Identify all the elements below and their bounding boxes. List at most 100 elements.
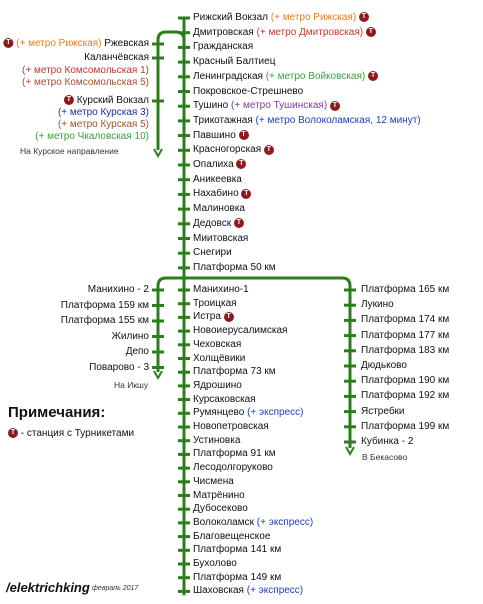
station-name: Дедовск	[193, 217, 232, 229]
metro-transfer: (+ метро Рижская)	[16, 38, 102, 49]
station-name: Платформа 177 км	[361, 329, 450, 341]
station-label: Румянцево (+ экспресс)	[193, 407, 304, 419]
metro-transfer: (+ метро Тушинская)	[231, 100, 328, 112]
station-name: Ленинградская	[193, 70, 263, 82]
metro-transfer: (+ метро Рижская)	[270, 12, 357, 23]
station-name: Лукино	[361, 299, 394, 311]
turnstile-icon: T	[8, 428, 18, 439]
turnstile-icon: T	[241, 188, 252, 199]
turnstile-icon: T	[365, 27, 376, 38]
station-name: Опалиха	[193, 159, 234, 170]
station-label: Красногорская T	[193, 144, 274, 156]
station-name: Жилино	[111, 330, 149, 342]
station-label: Покровское-Стрешнево	[193, 86, 303, 98]
kursk-direction-label: На Курское направление	[20, 146, 119, 156]
turnstile-icon: T	[3, 38, 14, 49]
turnstile-icon: T	[63, 95, 74, 106]
metro-transfer: (+ метро Дмитровская)	[256, 26, 364, 38]
station-name: Платформа 141 км	[193, 544, 282, 556]
station-name: Тушино	[193, 100, 229, 112]
station-name: Троицкая	[193, 297, 237, 309]
metro-transfer: (+ метро Курская 3)	[57, 107, 149, 118]
express-note: (+ экспресс)	[256, 516, 314, 528]
metro-transfer: (+ метро Войковская)	[265, 70, 366, 82]
turnstile-icon: T	[236, 159, 247, 170]
station-name: Дубосеково	[193, 503, 248, 515]
station-name: Платформа 199 км	[361, 420, 450, 432]
station-label: Тушино (+ метро Тушинская) T	[193, 100, 340, 112]
station-name: Миитовская	[193, 232, 249, 244]
station-name: Платформа 159 км	[60, 299, 149, 311]
station-name: Трикотажная	[193, 114, 253, 126]
station-label: Рижский Вокзал (+ метро Рижская) T	[193, 12, 369, 24]
station-name: Холщёвики	[193, 352, 246, 364]
metro-transfer: (+ метро Волоколамская, 12 минут)	[255, 114, 421, 126]
station-name: Манихино - 2	[87, 284, 149, 295]
station-label: Платформа 149 км	[193, 572, 281, 584]
station-name: Платформа 165 км	[361, 284, 450, 295]
station-name: Румянцево	[193, 407, 245, 419]
station-label: Благовещенское	[193, 531, 270, 543]
station-label: Волоколамск (+ экспресс)	[193, 517, 313, 529]
junction-line	[156, 276, 352, 287]
station-name: Лесодолгоруково	[193, 462, 273, 474]
station-name: Новоиерусалимская	[193, 325, 288, 337]
station-label: Платформа 174 км	[361, 314, 449, 326]
station-label: Кубинка - 2	[361, 436, 413, 448]
station-label: Платформа 50 км	[193, 262, 276, 274]
turnstile-icon: T	[368, 71, 379, 82]
station-name: Депо	[125, 346, 149, 357]
station-label: T (+ метро Рижская) Ржевская	[3, 38, 149, 50]
station-label: Платформа 165 км	[361, 284, 449, 296]
station-name: Дмитровская	[193, 26, 254, 38]
station-label: Ядрошино	[193, 380, 242, 392]
station-label: Павшино T	[193, 130, 249, 142]
station-name: Платформа 73 км	[193, 366, 276, 378]
west-direction-arrow	[153, 370, 163, 381]
station-name: Курсаковская	[193, 393, 256, 405]
east-direction-arrow	[345, 446, 355, 457]
station-name: Манихино-1	[193, 284, 249, 295]
notes-item: T - станция с Турникетами	[8, 428, 134, 439]
station-name: Платформа 50 км	[193, 261, 276, 273]
metro-transfer: (+ метро Курская 5)	[57, 119, 149, 130]
station-label: Лукино	[361, 299, 394, 311]
station-label: Манихино-1	[193, 284, 249, 296]
turnstile-icon: T	[263, 144, 274, 155]
station-name: Ржевская	[104, 38, 149, 49]
turnstile-icon: T	[358, 12, 369, 23]
station-label: Ястребки	[361, 406, 405, 418]
station-name: Красногорская	[193, 144, 262, 156]
station-label: Платформа 199 км	[361, 421, 449, 433]
station-label: Платформа 91 км	[193, 448, 276, 460]
station-label: Платформа 155 км	[61, 315, 149, 327]
station-label: Красный Балтиец	[193, 56, 275, 68]
station-name: Рижский Вокзал	[193, 12, 268, 23]
station-label: Новопетровская	[193, 421, 269, 433]
station-name: Чеховская	[193, 338, 242, 350]
station-label: Матрёнино	[193, 490, 245, 502]
station-name: Истра	[193, 311, 221, 323]
station-label: Троицкая	[193, 298, 237, 310]
station-name: Снегири	[193, 247, 232, 259]
metro-transfer: (+ метро Комсомольская 5)	[22, 77, 149, 88]
station-name: Ядрошино	[193, 379, 242, 391]
notes-item-text: - станция с Турникетами	[20, 428, 135, 439]
turnstile-icon: T	[329, 100, 340, 111]
metro-transfer: (+ метро Чкаловская 10)	[35, 131, 149, 142]
station-label: Поварово - 3	[89, 362, 149, 374]
station-name: Малиновка	[193, 203, 245, 215]
turnstile-icon: T	[238, 129, 249, 140]
station-label: (+ метро Комсомольская 5)	[22, 77, 149, 89]
express-note: (+ экспресс)	[246, 585, 304, 597]
station-name: Поварово - 3	[89, 361, 149, 373]
station-label: Чеховская	[193, 339, 241, 351]
station-name: Каланчёвская	[84, 52, 149, 63]
station-label: Дюдьково	[361, 360, 407, 372]
turnstile-icon: T	[223, 311, 234, 322]
station-name: Платформа 149 км	[193, 571, 282, 583]
station-label: Холщёвики	[193, 353, 245, 365]
station-label: Миитовская	[193, 233, 248, 245]
station-label: (+ метро Комсомольская 1)	[22, 65, 149, 77]
